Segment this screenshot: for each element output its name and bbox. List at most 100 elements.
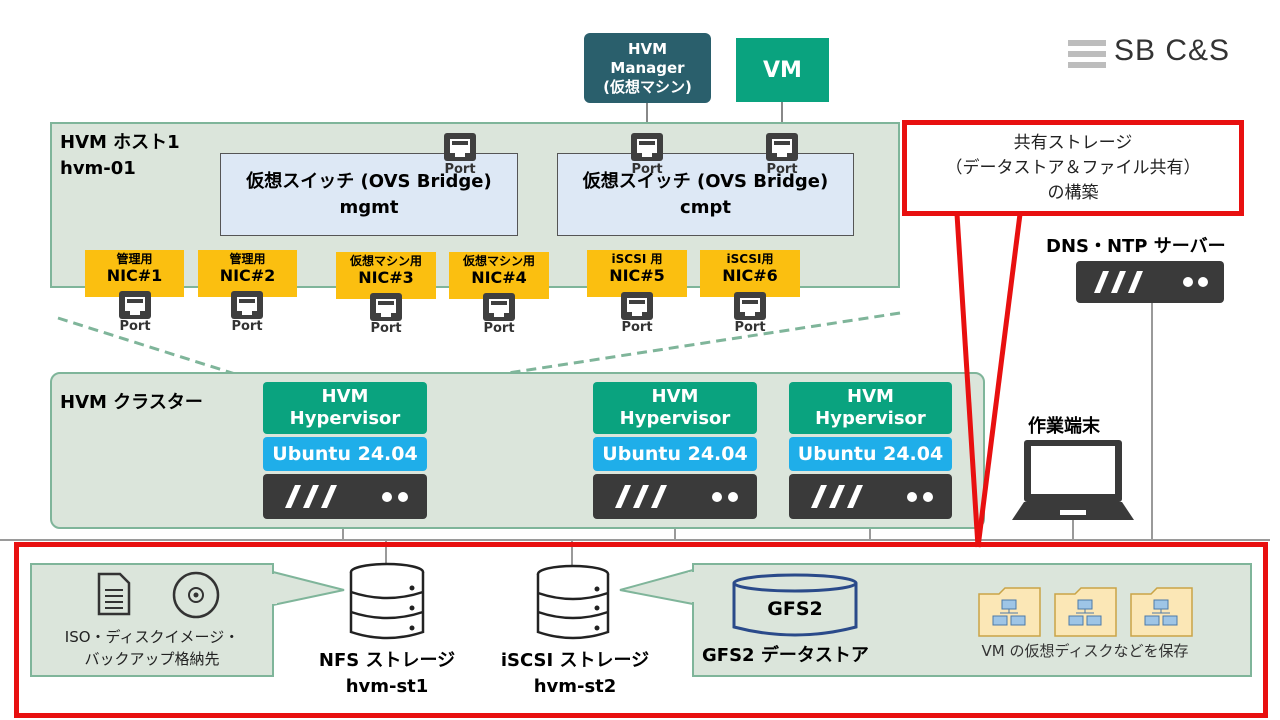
nic-name: NIC#1 xyxy=(106,266,163,285)
ubuntu-label: Ubuntu 24.04 xyxy=(797,443,944,465)
iso-note-line2: バックアップ格納先 xyxy=(84,650,220,668)
server-icon xyxy=(789,474,952,519)
ubuntu-box: Ubuntu 24.04 xyxy=(789,437,952,471)
nic-name: NIC#5 xyxy=(609,266,665,285)
server-icon xyxy=(263,474,427,519)
iso-note-text: ISO・ディスクイメージ・ バックアップ格納先 xyxy=(30,626,274,670)
switch-mgmt-line2: mgmt xyxy=(339,196,399,218)
ethernet-port-icon xyxy=(231,291,263,319)
sbcs-logo: SB C&S xyxy=(1068,34,1238,72)
nic-1: 管理用 NIC#1 xyxy=(85,250,184,297)
hypervisor-box: HVM Hypervisor xyxy=(263,382,427,434)
hypervisor-line2: Hypervisor xyxy=(619,408,731,429)
port-label: Port xyxy=(370,321,402,336)
pointer-joint xyxy=(688,572,696,602)
host-title: HVM ホスト1 hvm-01 xyxy=(60,130,180,182)
ubuntu-box: Ubuntu 24.04 xyxy=(593,437,757,471)
nic-purpose: 管理用 xyxy=(116,252,153,266)
hypervisor-box: HVM Hypervisor xyxy=(593,382,757,434)
nic-3: 仮想マシン用 NIC#3 xyxy=(336,252,436,299)
server-icon xyxy=(1076,261,1224,303)
ethernet-port-icon xyxy=(734,292,766,320)
nic-name: NIC#6 xyxy=(722,266,778,285)
manager-line2: Manager xyxy=(610,58,685,77)
vm-label: VM xyxy=(763,57,802,83)
port-label: Port xyxy=(621,320,653,335)
manager-line3: (仮想マシン) xyxy=(603,77,692,96)
hypervisor-line1: HVM xyxy=(651,386,699,407)
callout-line2: （データストア＆ファイル共有） xyxy=(945,157,1201,178)
callout-line3: の構築 xyxy=(1047,182,1099,203)
dns-ntp-label: DNS・NTP サーバー xyxy=(1046,236,1226,257)
folder-icon xyxy=(1130,587,1193,637)
shared-storage-area xyxy=(14,542,1268,718)
ethernet-port-icon xyxy=(444,133,476,161)
iscsi-line1: iSCSI ストレージ xyxy=(500,650,650,671)
hypervisor-line2: Hypervisor xyxy=(815,408,926,429)
nic-name: NIC#2 xyxy=(219,266,276,285)
nfs-storage-icon xyxy=(349,562,425,640)
port-label: Port xyxy=(119,319,151,334)
nic-purpose: 仮想マシン用 xyxy=(349,254,422,268)
iscsi-line2: hvm-st2 xyxy=(533,676,617,697)
ubuntu-label: Ubuntu 24.04 xyxy=(602,443,748,465)
document-icon xyxy=(97,572,131,616)
ethernet-port-icon xyxy=(631,133,663,161)
switch-cmpt-line1: 仮想スイッチ (OVS Bridge) xyxy=(582,170,829,192)
gfs2-datastore-label: GFS2 データストア xyxy=(702,645,869,666)
port-label: Port xyxy=(231,319,263,334)
ubuntu-box: Ubuntu 24.04 xyxy=(263,437,427,471)
nic-name: NIC#4 xyxy=(471,268,527,287)
gfs2-datastore-icon xyxy=(732,573,858,637)
port-label: Port xyxy=(444,162,476,177)
logo-text: SB C&S xyxy=(1114,34,1231,67)
shared-storage-callout: 共有ストレージ （データストア＆ファイル共有） の構築 xyxy=(902,120,1244,216)
ethernet-port-icon xyxy=(119,291,151,319)
port-label: Port xyxy=(734,320,766,335)
hypervisor-box: HVM Hypervisor xyxy=(789,382,952,434)
switch-mgmt-line1: 仮想スイッチ (OVS Bridge) xyxy=(246,170,492,192)
nic-6: iSCSI用 NIC#6 xyxy=(700,250,800,297)
nic-name: NIC#3 xyxy=(358,268,414,287)
folder-icon xyxy=(978,587,1041,637)
iscsi-storage-icon xyxy=(536,564,610,640)
iso-note-panel xyxy=(30,563,274,677)
nic-purpose: iSCSI 用 xyxy=(611,252,663,266)
manager-line1: HVM xyxy=(627,39,668,58)
laptop-icon xyxy=(1012,440,1134,520)
vm-box: VM xyxy=(736,38,829,102)
port-label: Port xyxy=(631,162,663,177)
host-title-line2: hvm-01 xyxy=(60,158,136,179)
nic-2: 管理用 NIC#2 xyxy=(198,250,297,297)
nfs-line1: NFS ストレージ xyxy=(318,650,456,671)
server-icon xyxy=(593,474,757,519)
virtual-switch-mgmt: 仮想スイッチ (OVS Bridge) mgmt xyxy=(220,153,518,236)
cluster-title: HVM クラスター xyxy=(60,392,203,413)
nic-purpose: 仮想マシン用 xyxy=(462,254,535,268)
ethernet-port-icon xyxy=(370,293,402,321)
hvm-manager-box: HVM Manager (仮想マシン) xyxy=(584,33,711,103)
hypervisor-line1: HVM xyxy=(847,386,894,407)
callout-line1: 共有ストレージ xyxy=(1013,132,1133,153)
vm-disk-note: VM の仮想ディスクなどを保存 xyxy=(981,642,1189,660)
hypervisor-line2: Hypervisor xyxy=(289,408,401,429)
folder-icon xyxy=(1054,587,1117,637)
nic-purpose: 管理用 xyxy=(229,252,266,266)
pointer-joint xyxy=(271,574,277,604)
port-label: Port xyxy=(766,162,798,177)
gfs2-label: GFS2 xyxy=(767,598,823,620)
nic-purpose: iSCSI用 xyxy=(726,252,774,266)
port-label: Port xyxy=(483,321,515,336)
host-title-line1: HVM ホスト1 xyxy=(60,132,180,153)
ethernet-port-icon xyxy=(766,133,798,161)
iso-note-line1: ISO・ディスクイメージ・ xyxy=(64,628,240,646)
nic-5: iSCSI 用 NIC#5 xyxy=(587,250,687,297)
iscsi-storage-label: iSCSI ストレージ hvm-st2 xyxy=(480,648,670,700)
nic-4: 仮想マシン用 NIC#4 xyxy=(449,252,549,299)
nfs-storage-label: NFS ストレージ hvm-st1 xyxy=(300,648,474,700)
hypervisor-line1: HVM xyxy=(321,386,369,407)
ethernet-port-icon xyxy=(483,293,515,321)
work-terminal-label: 作業端末 xyxy=(1028,416,1100,437)
virtual-switch-cmpt: 仮想スイッチ (OVS Bridge) cmpt xyxy=(557,153,854,236)
